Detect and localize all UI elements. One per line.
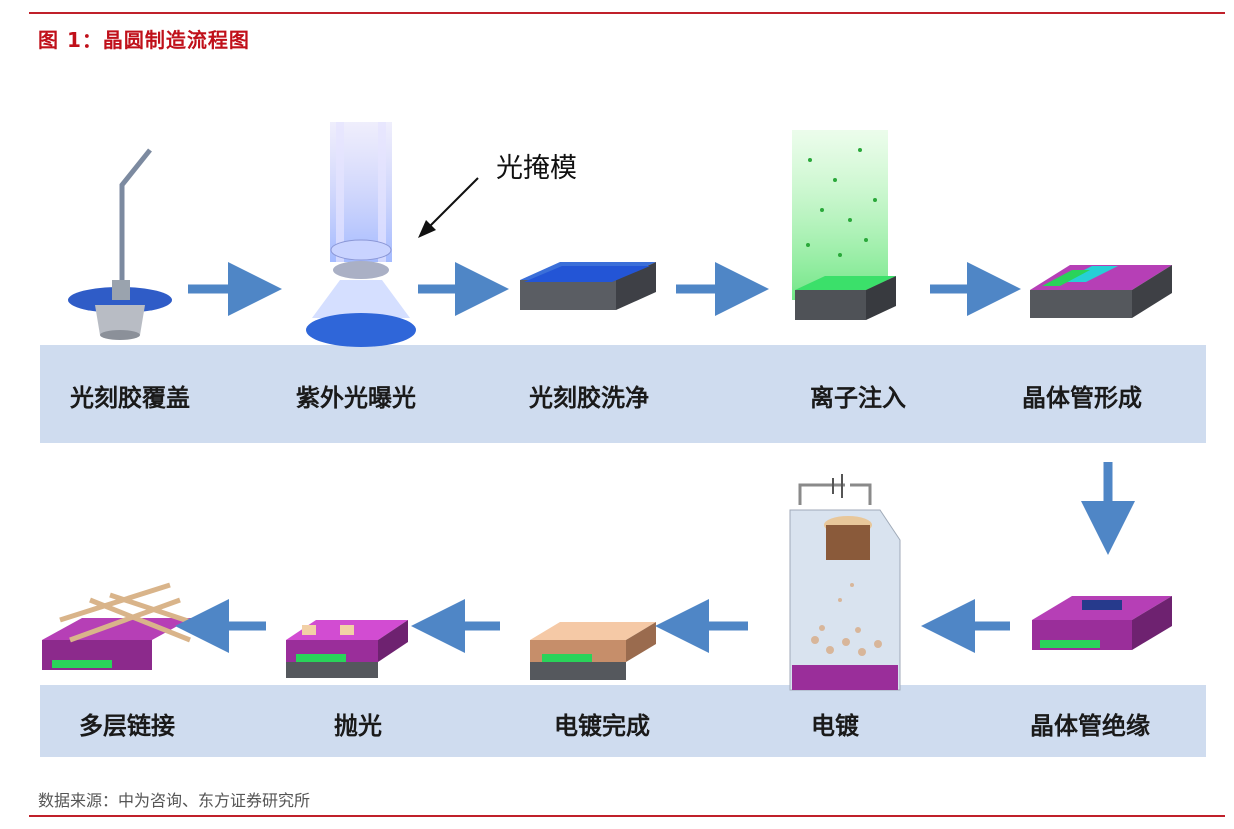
transistor-formation-illustration (1030, 265, 1172, 318)
step-label-uv-exposure: 紫外光曝光 (296, 384, 416, 412)
step-label-insulation: 晶体管绝缘 (1030, 712, 1150, 740)
step-label-transistor-formation: 晶体管形成 (1022, 384, 1142, 412)
electroplating-illustration (789, 474, 901, 691)
spin-coater-illustration (68, 148, 172, 340)
step-label-plating-done: 电镀完成 (554, 712, 650, 740)
step-label-resist-coating: 光刻胶覆盖 (70, 384, 190, 412)
resist-clean-illustration (520, 262, 656, 310)
uv-exposure-illustration (306, 122, 416, 347)
step-label-resist-clean: 光刻胶洗净 (529, 384, 649, 412)
label-band-row2 (40, 685, 1206, 757)
label-band-row1 (40, 345, 1206, 443)
polishing-illustration (286, 620, 408, 678)
figure-title: 图 1：晶圆制造流程图 (38, 28, 250, 52)
transistor-insulation-illustration (1032, 596, 1172, 650)
step-label-ion-implant: 离子注入 (810, 384, 906, 412)
step-label-plating: 电镀 (811, 712, 859, 740)
mask-pointer-head (418, 220, 436, 238)
top-rule (29, 12, 1225, 14)
mask-pointer-line (427, 177, 479, 229)
source-note: 数据来源：中为咨询、东方证券研究所 (38, 791, 311, 810)
plating-complete-illustration (530, 622, 656, 680)
ion-implant-illustration (792, 130, 896, 320)
photomask-label: 光掩模 (496, 153, 577, 184)
step-label-multilayer: 多层链接 (79, 712, 175, 740)
multilayer-interconnect-illustration (42, 582, 201, 670)
bottom-rule (29, 815, 1225, 817)
step-label-polishing: 抛光 (334, 712, 382, 740)
